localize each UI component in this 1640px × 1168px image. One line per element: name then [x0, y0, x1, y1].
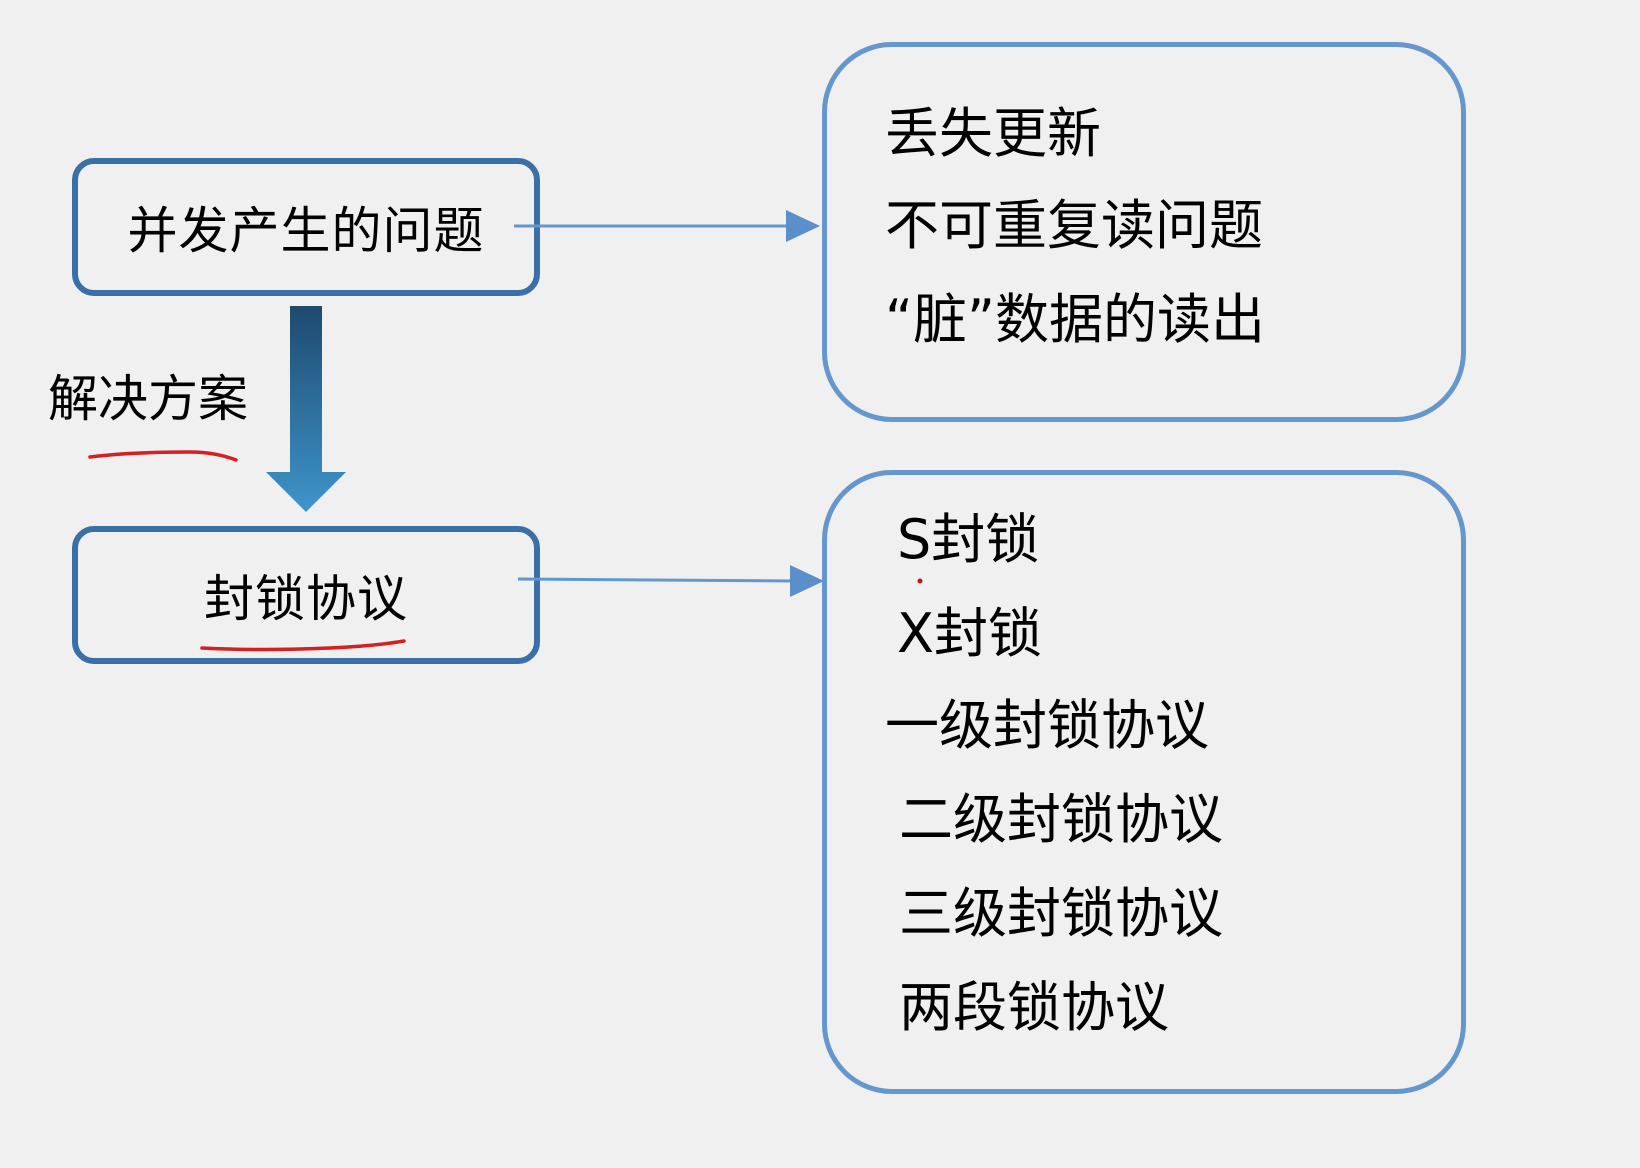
- lock-item: 三级封锁协议: [899, 882, 1223, 945]
- issue-item: 丢失更新: [885, 102, 1101, 165]
- lock-item: 一级封锁协议: [885, 694, 1209, 757]
- annotation-underline: [88, 450, 238, 462]
- lock-item: X封锁: [897, 602, 1042, 665]
- solution-down-arrow-icon: [266, 306, 346, 512]
- arrowhead-icon: [790, 565, 824, 597]
- connector-protocol-to-locks: [517, 565, 824, 597]
- connector-problem-to-issues: [514, 210, 820, 242]
- lock-item: 两段锁协议: [899, 976, 1169, 1039]
- arrowhead-icon: [786, 210, 820, 242]
- issues-list-box: 丢失更新 不可重复读问题 “脏”数据的读出: [822, 42, 1466, 422]
- problem-node: 并发产生的问题: [72, 158, 540, 296]
- problem-node-label: 并发产生的问题: [127, 202, 485, 260]
- solution-arrow-label: 解决方案: [48, 370, 248, 428]
- locks-list-box: S封锁 X封锁 一级封锁协议 二级封锁协议 三级封锁协议 两段锁协议: [822, 470, 1466, 1094]
- protocol-node-label: 封锁协议: [204, 570, 408, 628]
- protocol-node: 封锁协议: [72, 526, 540, 664]
- issue-item: “脏”数据的读出: [885, 288, 1265, 351]
- lock-item: 二级封锁协议: [899, 788, 1223, 851]
- lock-item: S封锁: [897, 508, 1040, 571]
- issue-item: 不可重复读问题: [885, 194, 1263, 257]
